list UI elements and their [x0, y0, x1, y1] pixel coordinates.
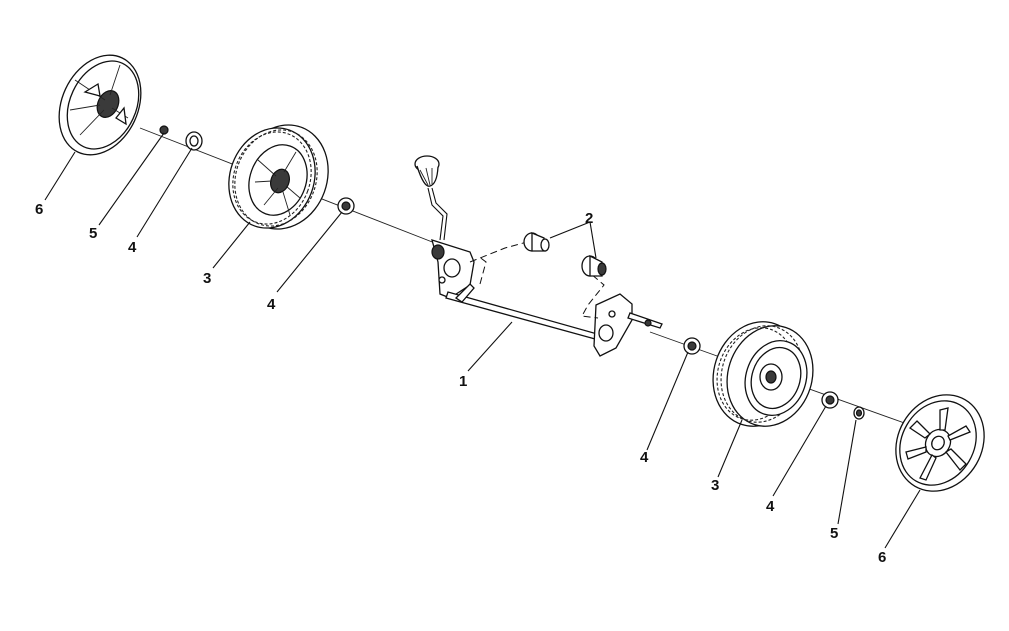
callout-2: 2 — [585, 210, 593, 227]
leader-lines — [44, 132, 921, 549]
callout-3-left: 3 — [203, 270, 211, 287]
callout-6-left: 6 — [35, 201, 43, 218]
callout-4-left-inner: 4 — [267, 296, 276, 313]
left-wheel — [228, 124, 329, 230]
callout-4-right-inner: 4 — [640, 449, 649, 466]
callout-5-right: 5 — [830, 525, 838, 542]
callout-5-left: 5 — [89, 225, 97, 242]
right-nut — [853, 406, 865, 420]
assembly-path-left — [469, 241, 528, 263]
left-outer-bushing — [185, 131, 203, 151]
callout-3-right: 3 — [711, 477, 719, 494]
height-adjust-lever — [414, 155, 448, 241]
right-outer-bushing — [821, 391, 839, 409]
right-wheel — [712, 321, 814, 427]
callout-1: 1 — [459, 373, 467, 390]
callout-4-right-outer: 4 — [766, 498, 775, 515]
axle-assembly — [431, 239, 663, 357]
left-nut — [159, 125, 169, 135]
fitting-upper — [523, 232, 550, 252]
callout-4-left-outer: 4 — [128, 239, 137, 256]
left-hubcap — [58, 54, 142, 156]
assembly-path-bracket — [477, 255, 487, 285]
right-inner-bushing — [683, 337, 701, 355]
callout-6-right: 6 — [878, 549, 886, 566]
fitting-lower — [581, 254, 607, 277]
right-hubcap — [895, 394, 985, 492]
left-inner-bushing — [337, 197, 355, 215]
assembly-path-right — [581, 267, 605, 319]
